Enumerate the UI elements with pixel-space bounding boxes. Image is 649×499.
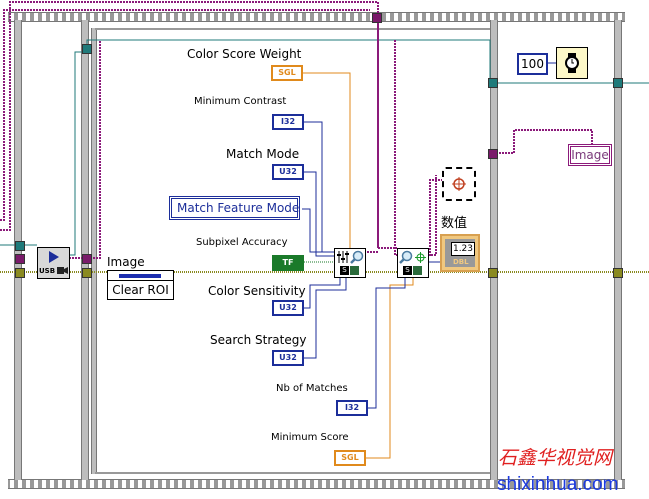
subpixel-accuracy-terminal[interactable]: TF <box>272 255 304 271</box>
tunnel <box>15 241 25 251</box>
crosshair-icon <box>415 252 426 263</box>
sliders-icon <box>337 251 349 263</box>
refnum-wire <box>0 39 649 256</box>
clear-roi-value: Clear ROI <box>108 280 173 299</box>
color-sensitivity-terminal[interactable]: U32 <box>272 300 304 316</box>
loop-border <box>91 28 97 474</box>
watermark-url: shixinhua.com <box>497 474 619 495</box>
sgl-wire <box>301 72 351 248</box>
int-wire <box>302 121 440 409</box>
search-strategy-terminal[interactable]: U32 <box>272 350 304 366</box>
subpixel-accuracy-label: Subpixel Accuracy <box>196 237 288 248</box>
match-mode-label: Match Mode <box>226 147 300 161</box>
usb-label: USB <box>39 267 56 275</box>
frame-border <box>614 20 622 480</box>
color-icon <box>350 266 359 275</box>
watermark-cn: 石鑫华视觉网 <box>498 447 613 469</box>
match-pattern-vi[interactable]: S <box>397 248 429 278</box>
tunnel <box>613 78 623 88</box>
nb-of-matches-label: Nb of Matches <box>276 383 348 394</box>
image-bar <box>119 274 161 278</box>
color-sensitivity-label: Color Sensitivity <box>208 284 306 298</box>
tunnel <box>82 44 92 54</box>
crosshair-target-indicator[interactable] <box>442 167 476 201</box>
tunnel <box>82 268 92 278</box>
image-constant[interactable]: Clear ROI <box>107 270 174 300</box>
image-indicator[interactable]: Image <box>568 144 612 166</box>
play-icon <box>49 251 59 263</box>
loop-bottom <box>95 472 490 474</box>
tunnel <box>613 268 623 278</box>
match-mode-terminal[interactable]: U32 <box>272 164 304 180</box>
dbl-type: DBL <box>453 258 469 266</box>
image-wire <box>0 9 593 259</box>
crosshair-target-icon <box>452 177 466 191</box>
match-feature-mode-enum[interactable]: Match Feature Mode <box>169 196 300 220</box>
tunnel <box>488 149 498 159</box>
numeric-indicator[interactable]: 1.23 DBL <box>440 234 480 272</box>
tunnel <box>372 13 382 23</box>
loop-top <box>95 28 490 30</box>
search-strategy-label: Search Strategy <box>210 333 307 347</box>
error-icon: S <box>340 266 349 275</box>
minimum-contrast-terminal[interactable]: I32 <box>272 114 304 130</box>
minimum-score-label: Minimum Score <box>271 432 349 443</box>
image-constant-label: Image <box>107 255 145 269</box>
tunnel <box>488 268 498 278</box>
wait-ms-constant[interactable]: 100 <box>517 53 548 75</box>
tunnel <box>82 254 92 264</box>
sequence-frame-top <box>8 12 625 22</box>
wait-function[interactable] <box>556 47 588 79</box>
error-icon: S <box>403 266 412 275</box>
color-score-weight-terminal[interactable]: SGL <box>271 65 303 81</box>
color-score-weight-label: Color Score Weight <box>187 47 302 61</box>
frame-border <box>490 20 498 480</box>
frame-border <box>81 20 89 480</box>
camera-icon <box>57 267 68 274</box>
tunnel <box>15 268 25 278</box>
sequence-frame-bottom <box>8 479 625 489</box>
numeric-value: 1.23 <box>451 242 475 256</box>
minimum-contrast-label: Minimum Contrast <box>194 96 287 107</box>
tunnel <box>488 78 498 88</box>
nb-of-matches-terminal[interactable]: I32 <box>336 400 368 416</box>
indicator-body: 1.23 DBL <box>445 239 475 267</box>
sgl-wire <box>364 278 414 459</box>
learn-pattern-vi[interactable]: S <box>334 248 366 278</box>
tunnel <box>15 254 25 264</box>
numeric-indicator-label: 数值 <box>441 216 468 231</box>
magnifier-icon <box>350 250 364 264</box>
color-icon <box>413 266 422 275</box>
usb-camera-grab-vi[interactable]: USB <box>37 247 70 279</box>
magnifier-icon <box>399 250 413 264</box>
minimum-score-terminal[interactable]: SGL <box>334 450 366 466</box>
wait-watch-icon <box>565 53 579 73</box>
